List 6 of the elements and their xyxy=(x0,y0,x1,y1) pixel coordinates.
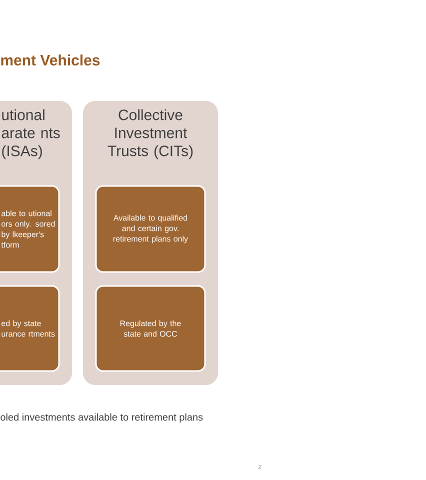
info-box: able to utional ors only. sored by lkeeper's tform xyxy=(0,185,60,273)
info-box: Regulated by the state and OCC xyxy=(95,285,206,372)
info-box: Available to qualified and certain gov. retirement plans only xyxy=(95,185,206,273)
caption-text: oled investments available to retirement plans xyxy=(0,413,203,423)
info-box: ed by state urance rtments xyxy=(0,285,60,372)
slide-title: ment Vehicles xyxy=(1,54,100,66)
